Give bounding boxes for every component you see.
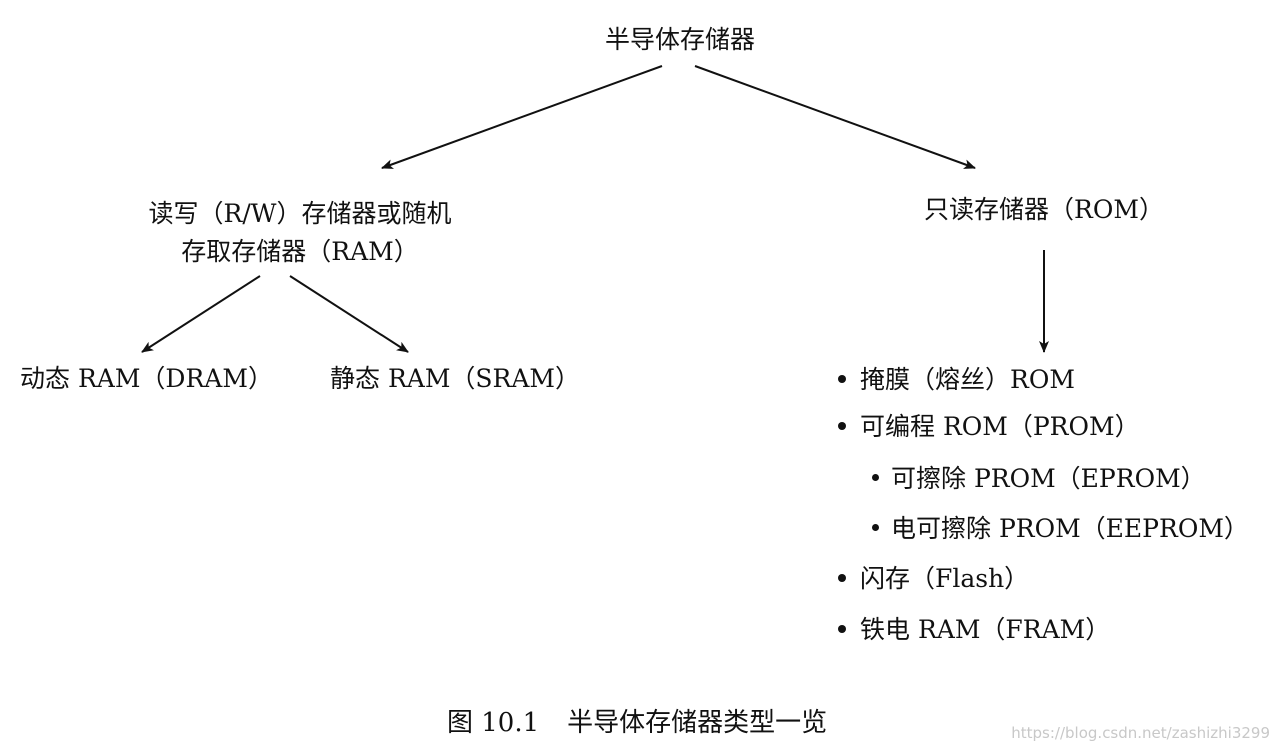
- rom-type-label: 可编程 ROM（PROM）: [860, 412, 1140, 441]
- rom-type-label: 闪存（Flash）: [860, 564, 1030, 593]
- dram-node: 动态 RAM（DRAM）: [20, 364, 273, 393]
- figure-caption: 图 10.1 半导体存储器类型一览: [447, 710, 827, 736]
- rom-node: 只读存储器（ROM）: [924, 195, 1164, 224]
- bullet-icon: [838, 421, 846, 430]
- bullet-icon: [872, 524, 879, 531]
- rom-type-label: 电可擦除 PROM（EEPROM）: [891, 514, 1249, 543]
- arrow-root-to-rw: [381, 65, 663, 169]
- bullet-icon: [838, 624, 846, 633]
- rom-type-item: 电可擦除 PROM（EEPROM）: [872, 516, 1249, 541]
- figure-number: 图 10.1: [447, 708, 540, 738]
- rom-type-label: 可擦除 PROM（EPROM）: [891, 464, 1206, 493]
- rom-type-label: 掩膜（熔丝）ROM: [860, 365, 1075, 394]
- rom-type-label: 铁电 RAM（FRAM）: [860, 615, 1111, 644]
- sram-node: 静态 RAM（SRAM）: [330, 364, 581, 393]
- source-watermark: https://blog.csdn.net/zashizhi3299: [1011, 724, 1270, 742]
- bullet-icon: [838, 573, 846, 582]
- bullet-icon: [838, 374, 846, 383]
- bullet-icon: [872, 474, 879, 481]
- arrow-rw-to-dram: [141, 275, 261, 353]
- rw-memory-label-line2: 存取存储器（RAM）: [181, 236, 419, 266]
- root-node-semiconductor-memory: 半导体存储器: [604, 25, 756, 54]
- rom-type-item: 可编程 ROM（PROM）: [838, 414, 1140, 439]
- arrow-root-to-rom: [694, 65, 976, 169]
- rw-memory-label-line1: 读写（R/W）存储器或随机: [148, 199, 452, 228]
- rom-type-item: 掩膜（熔丝）ROM: [838, 367, 1075, 392]
- rw-memory-node: 读写（R/W）存储器或随机 存取存储器（RAM）: [149, 195, 452, 270]
- rom-type-item: 铁电 RAM（FRAM）: [838, 617, 1110, 642]
- figure-title: 半导体存储器类型一览: [567, 708, 828, 738]
- rom-type-item: 可擦除 PROM（EPROM）: [872, 466, 1206, 491]
- rom-type-item: 闪存（Flash）: [838, 566, 1029, 591]
- arrow-rw-to-sram: [289, 275, 409, 353]
